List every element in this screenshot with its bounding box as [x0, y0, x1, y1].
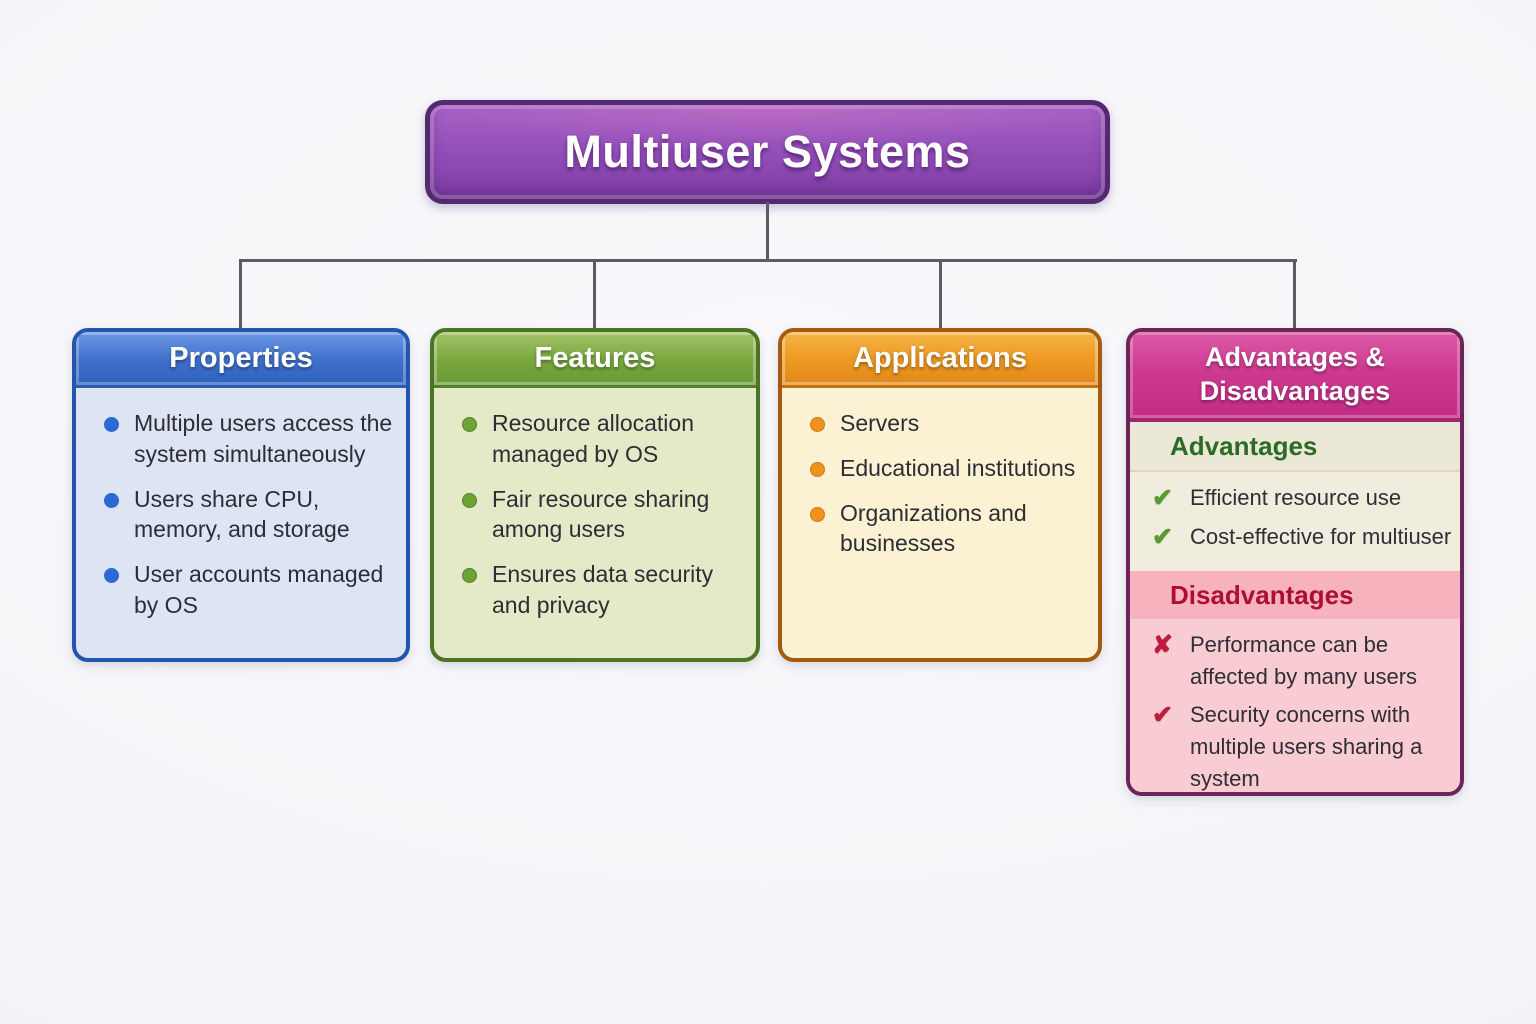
bullet-icon	[104, 417, 119, 432]
features-box: Features Resource allocation managed by …	[430, 328, 760, 662]
connector-drop-features	[593, 259, 596, 329]
list-item-text: Resource allocation managed by OS	[492, 410, 695, 467]
check-icon: ✔	[1152, 522, 1173, 551]
disadvantage-item-text: Performance can be affected by many user…	[1190, 632, 1418, 689]
diagram-title: Multiuser Systems	[564, 126, 971, 177]
bullet-icon	[104, 568, 119, 584]
list-item-text: Educational institutions	[840, 454, 1076, 481]
list-item-text: User accounts managed by OS	[134, 561, 384, 619]
features-header: Features	[434, 332, 756, 388]
check-icon: ✔	[1152, 484, 1173, 512]
features-body: Resource allocation managed by OS Fair r…	[434, 388, 756, 658]
list-item-text: Organizations and businesses	[840, 499, 1027, 557]
list-item-text: Fair resource sharing among users	[492, 485, 710, 543]
list-item-text: Servers	[840, 410, 920, 436]
disadvantage-item: ✘ Performance can be affected by many us…	[1152, 629, 1452, 693]
root-node-multiuser-systems: Multiuser Systems	[425, 100, 1110, 204]
check-icon: ✔	[1152, 700, 1173, 729]
list-item-text: Ensures data security and privacy	[492, 561, 714, 619]
bullet-icon	[104, 492, 119, 508]
applications-box: Applications Servers Educational institu…	[778, 328, 1102, 662]
bullet-icon	[810, 506, 825, 522]
advantages-disadvantages-header: Advantages & Disadvantages	[1130, 332, 1460, 422]
disadvantages-list: ✘ Performance can be affected by many us…	[1130, 619, 1460, 792]
list-item: Organizations and businesses	[810, 498, 1086, 560]
disadvantage-item-text: Security concerns with multiple users sh…	[1190, 701, 1423, 791]
bullet-icon	[810, 417, 825, 432]
properties-box: Properties Multiple users access the sys…	[72, 328, 410, 662]
properties-body: Multiple users access the system simulta…	[76, 388, 406, 658]
advantage-item: ✔ Cost-effective for multiuser	[1152, 521, 1456, 554]
list-item: Servers	[810, 408, 1086, 439]
bullet-icon	[462, 568, 477, 584]
disadvantages-section-heading: Disadvantages	[1130, 571, 1460, 619]
list-item: Ensures data security and privacy	[462, 559, 744, 621]
connector-drop-properties	[239, 259, 242, 329]
advantages-section-heading: Advantages	[1130, 422, 1460, 472]
list-item: Fair resource sharing among users	[462, 484, 744, 546]
properties-header: Properties	[76, 332, 406, 388]
cross-icon: ✘	[1152, 631, 1173, 659]
connector-drop-advantages-disadvantages	[1293, 259, 1296, 329]
connector-root-stem	[766, 202, 769, 260]
advantage-item-text: Cost-effective for multiuser	[1190, 523, 1452, 549]
bullet-icon	[462, 492, 477, 508]
bullet-icon	[462, 417, 477, 432]
list-item-text: Multiple users access the system simulta…	[134, 410, 393, 467]
list-item: Resource allocation managed by OS	[462, 408, 744, 470]
list-item: Educational institutions	[810, 453, 1086, 484]
advantages-disadvantages-box: Advantages & Disadvantages Advantages ✔ …	[1126, 328, 1464, 796]
applications-body: Servers Educational institutions Organiz…	[782, 388, 1098, 658]
disadvantage-item: ✔ Security concerns with multiple users …	[1152, 699, 1452, 792]
advantage-item-text: Efficient resource use	[1190, 485, 1402, 510]
advantages-list: ✔ Efficient resource use ✔ Cost-effectiv…	[1130, 472, 1460, 571]
list-item: Multiple users access the system simulta…	[104, 408, 394, 470]
applications-header: Applications	[782, 332, 1098, 388]
list-item: Users share CPU, memory, and storage	[104, 484, 394, 546]
advantage-item: ✔ Efficient resource use	[1152, 482, 1456, 515]
list-item-text: Users share CPU, memory, and storage	[134, 485, 350, 543]
connector-drop-applications	[939, 259, 942, 329]
connector-horizontal-bar	[239, 259, 1297, 262]
bullet-icon	[810, 461, 825, 477]
list-item: User accounts managed by OS	[104, 559, 394, 621]
